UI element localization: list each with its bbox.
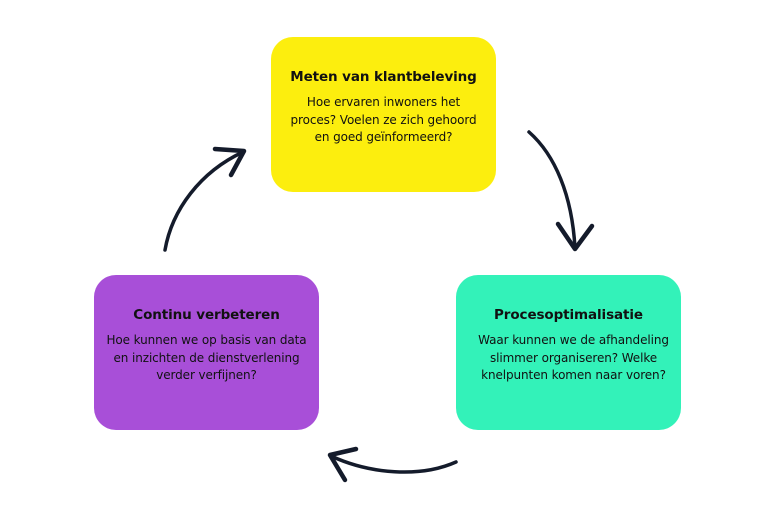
step-card-meten: Meten van klantbeleving Hoe ervaren inwo…: [271, 37, 496, 192]
arrow-head: [327, 446, 359, 483]
arrow-head: [212, 146, 247, 178]
step-card-continu-verbeteren: Continu verbeteren Hoe kunnen we op basi…: [94, 275, 319, 430]
step-card-procesoptimalisatie: Procesoptimalisatie Waar kunnen we de af…: [456, 275, 681, 430]
step-description: Waar kunnen we de afhandeling slimmer or…: [478, 333, 669, 382]
arrow-shaft: [329, 454, 458, 474]
arrow-head: [555, 221, 595, 252]
step-description: Hoe kunnen we op basis van data en inzic…: [106, 333, 307, 382]
arrow-continu-to-meten: [163, 146, 247, 252]
arrow-meten-to-proces: [527, 130, 595, 252]
step-title: Continu verbeteren: [133, 307, 280, 323]
step-description: Hoe ervaren inwoners het proces? Voelen …: [290, 95, 477, 144]
arrow-shaft: [527, 130, 577, 250]
arrow-shaft: [163, 150, 245, 252]
step-title: Procesoptimalisatie: [494, 307, 643, 323]
arrow-proces-to-continu: [327, 446, 458, 483]
step-title: Meten van klantbeleving: [290, 69, 477, 85]
